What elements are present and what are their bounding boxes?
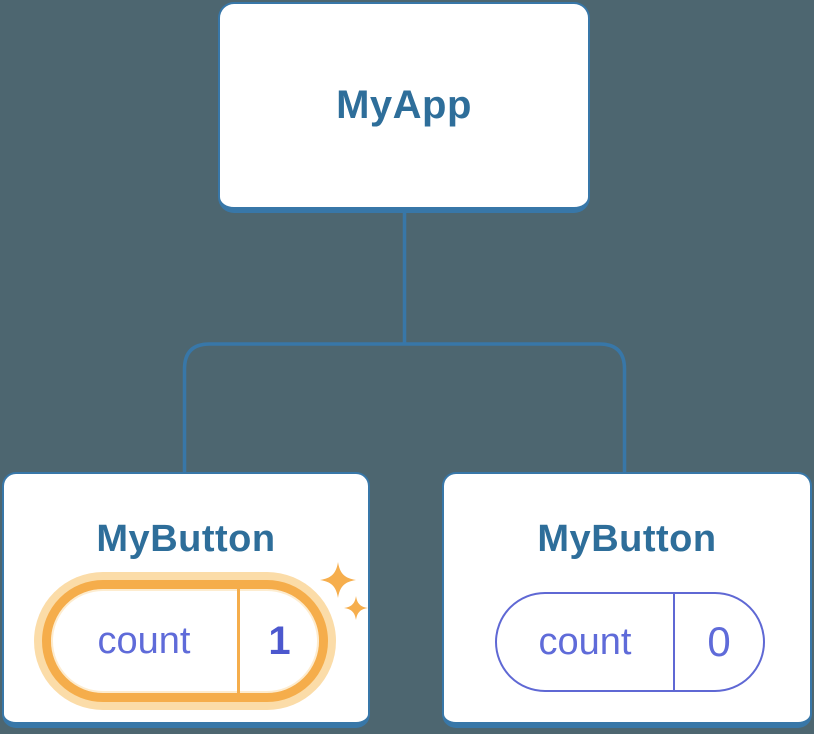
state-pill-highlighted: count 1 (42, 580, 328, 702)
state-key: count (97, 619, 191, 662)
state-pill: count 0 (495, 592, 765, 692)
state-value: 0 (673, 594, 763, 690)
node-mybutton-left: MyButton count 1 (2, 472, 370, 728)
node-mybutton-left-label: MyButton (96, 518, 276, 560)
state-value: 1 (237, 589, 319, 693)
sparkle-icon (320, 562, 356, 598)
node-mybutton-right-label: MyButton (537, 518, 717, 560)
state-key: count (538, 620, 632, 663)
node-myapp-label: MyApp (336, 83, 472, 127)
node-mybutton-right: MyButton count 0 (442, 472, 812, 728)
connector-bracket (182, 342, 627, 476)
node-myapp: MyApp (218, 2, 590, 213)
sparkle-icon-small (344, 596, 368, 620)
